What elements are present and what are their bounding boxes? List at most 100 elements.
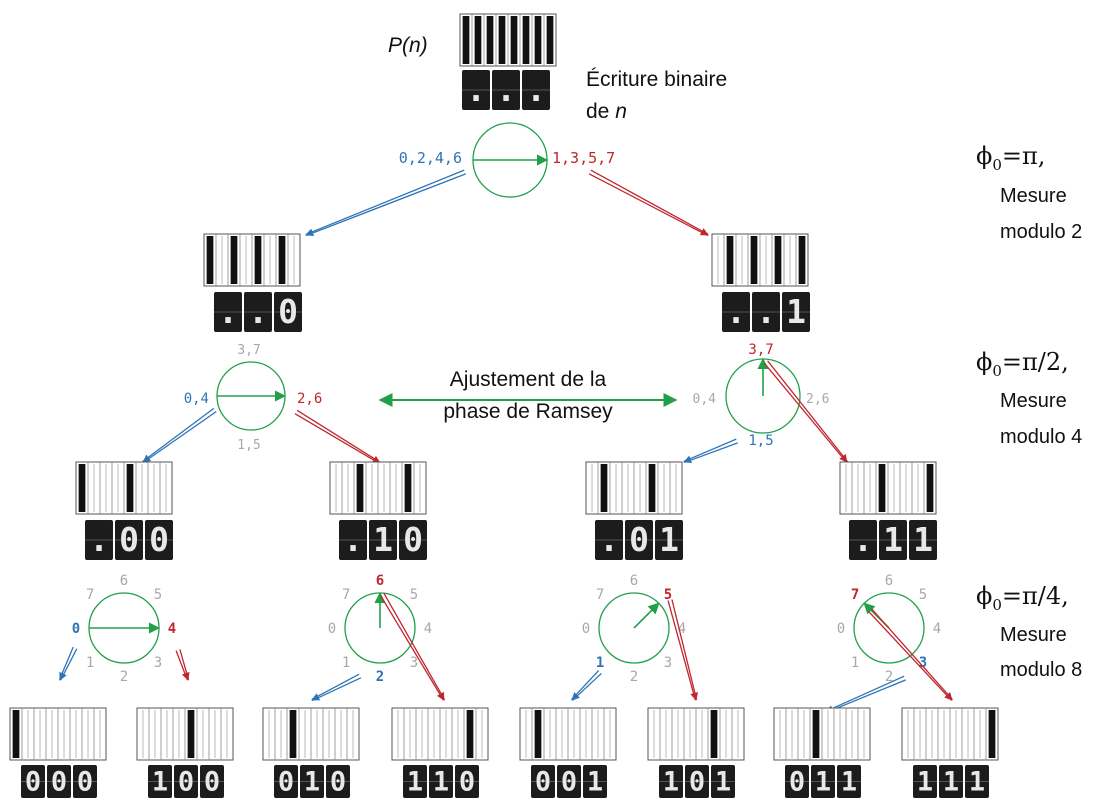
phase-label: 1 [86,655,94,671]
display-digit: 1 [433,767,449,798]
register-bar [206,236,214,284]
display-digit: 1 [663,767,679,798]
register-bar [498,16,506,64]
register-bar [750,236,758,284]
phase-label: 1 [596,655,604,671]
root-circle-left-label: 0,2,4,6 [399,149,462,167]
display-digit: 0 [689,767,705,798]
register-bar [254,236,262,284]
display-digit: 1 [659,520,679,559]
register-bar [774,236,782,284]
display-digit: 0 [51,767,67,798]
register-bar [474,16,482,64]
display-level1-1: ..1 [722,292,810,332]
phase-label: 6 [376,573,384,589]
register-bar [878,464,886,512]
phase-label: 7 [851,587,859,603]
phase-label: 2 [885,669,893,685]
register-level3-0 [9,707,107,761]
display-digit: . [496,70,516,109]
display-digit: 1 [587,767,603,798]
phase-label: 3 [154,655,162,671]
center-label-line2: phase de Ramsey [443,400,613,423]
c1a-top-label: 3,7 [237,343,260,358]
register-level3-5 [647,707,745,761]
arrow-level3-3 [379,592,446,701]
phase-label: 4 [933,621,941,637]
phase-circle-level1-left [216,361,287,431]
phase-label: 7 [596,587,604,603]
register-bar [522,16,530,64]
root-circle-right-label: 1,3,5,7 [552,149,615,167]
display-digit: 0 [629,520,649,559]
stage-1-phi: ϕ0=π, [976,142,1045,174]
register-bar [404,464,412,512]
c1b-bottom-label: 1,5 [748,433,773,449]
register-bar [510,16,518,64]
arrow-level3-0 [58,646,78,681]
display-digit: 0 [403,520,423,559]
phase-label: 5 [154,587,162,603]
arrow-root-left [305,169,466,237]
c1a-right-label: 2,6 [297,391,322,407]
display-digit: 1 [786,292,806,331]
c1a-bottom-label: 1,5 [237,438,260,453]
register-bar [710,710,718,758]
arrow-l1-left-red [294,409,381,465]
display-digit: 1 [913,520,933,559]
stage-3-line3: modulo 8 [1000,659,1082,681]
stage-1-line2: Mesure [1000,185,1067,207]
display-root: ... [462,70,550,110]
register-level2-2 [585,461,683,515]
phase-label: 4 [168,621,176,637]
stage-3-phi: ϕ0=π/4, [976,582,1069,614]
display-digit: . [218,292,238,331]
display-digit: 1 [841,767,857,798]
display-digit: 1 [943,767,959,798]
center-label-line1: Ajustement de la [450,368,607,391]
register-bar [78,464,86,512]
register-bar [926,464,934,512]
register-bar [486,16,494,64]
display-digit: 0 [278,292,298,331]
display-digit: 1 [407,767,423,798]
display-digit: 0 [459,767,475,798]
arrow-level3-7 [868,608,953,701]
register-level2-0 [75,461,173,515]
display-digit: 1 [152,767,168,798]
display-digit: 1 [917,767,933,798]
register-bar [726,236,734,284]
phase-label: 6 [885,573,893,589]
arrow-level3-5 [667,599,699,701]
stage-label-3: ϕ0=π/4, Mesure modulo 8 [976,582,1082,681]
arrow-level3-1 [175,649,190,681]
phase-circle-root [472,122,549,198]
phase-label: 0 [582,621,590,637]
register-bar [187,710,195,758]
display-digit: 0 [278,767,294,798]
register-bar [812,710,820,758]
c1a-left-label: 0,4 [184,391,209,407]
register-bar [600,464,608,512]
arrow-l1-right-blue [683,438,738,464]
phase-label: 0 [328,621,336,637]
register-root [459,13,557,67]
stage-2-line2: Mesure [1000,390,1067,412]
display-digit: . [526,70,546,109]
register-level3-2 [262,707,360,761]
register-level3-7 [901,707,999,761]
phase-label: 5 [410,587,418,603]
stage-label-2: ϕ0=π/2, Mesure modulo 4 [976,348,1082,448]
register-level3-6 [773,707,871,761]
